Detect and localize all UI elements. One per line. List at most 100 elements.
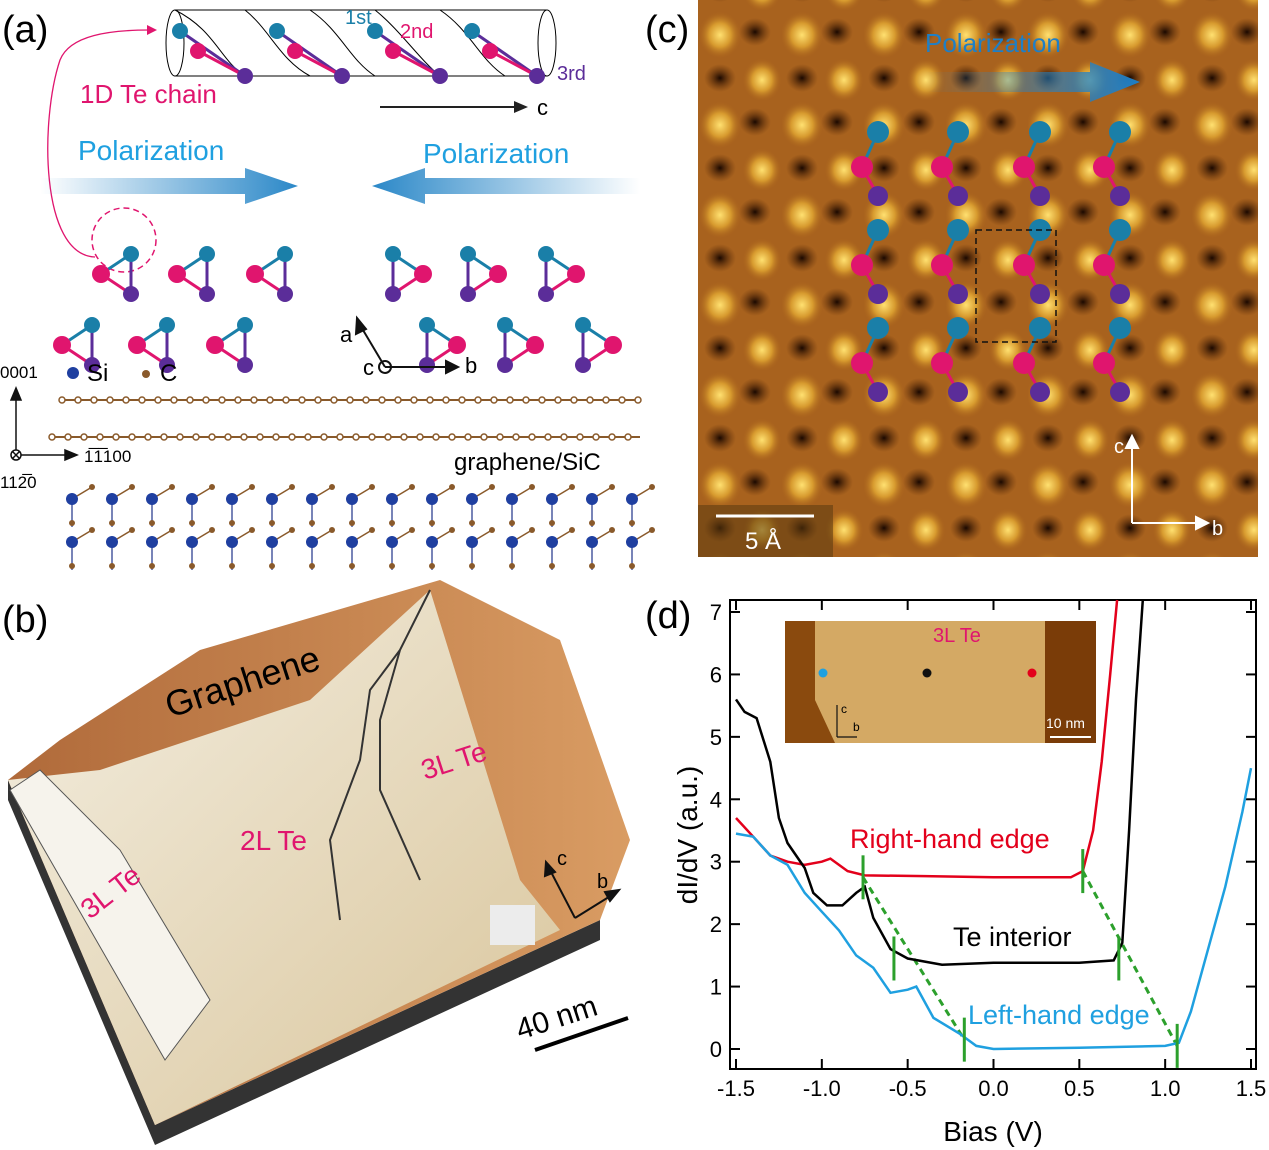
c-atom [609,484,615,490]
c-atom [229,563,235,569]
c-atom [208,433,216,441]
x-tick-label: 1.5 [1236,1076,1267,1101]
x-axis-label: Bias (V) [943,1116,1043,1147]
c-atom [282,396,290,404]
si-atom [546,493,558,505]
te-atom [123,246,139,262]
c-atom [160,433,168,441]
c-atom [554,396,562,404]
si-atom [426,493,438,505]
bond [471,29,538,78]
c-atom [618,396,626,404]
c-atom [149,563,155,569]
c-atom [589,520,595,526]
c-atom [138,396,146,404]
te-atom-2nd [482,43,498,59]
te-atom [931,254,953,276]
c-atom [480,433,488,441]
c-atom [272,433,280,441]
y-tick-label: 6 [710,662,722,687]
unit-cell-box [975,229,1057,343]
polarization-label-left: Polarization [78,135,224,166]
c-atom [320,433,328,441]
inset-axis-b: b [853,720,860,734]
si-atom [506,493,518,505]
c-atom [629,563,635,569]
c-atom [629,520,635,526]
c-atom [464,433,472,441]
si-legend-icon [67,367,79,379]
c-atom [549,520,555,526]
si-atom [626,493,638,505]
te-atom-2nd [385,43,401,59]
te-atom-2nd [190,43,206,59]
te-atom [1109,121,1131,143]
c-atom [329,527,335,533]
te-atom [931,352,953,374]
te-atom [199,246,215,262]
c-atom [490,396,498,404]
te-atom [246,265,264,283]
y-tick-label: 0 [710,1037,722,1062]
te-atom [1029,317,1051,339]
substrate-axis-up-label: 0001 [0,363,38,382]
y-tick-label: 1 [710,975,722,1000]
c-legend-label: C [160,360,177,387]
c-atom [234,396,242,404]
bond [179,29,246,78]
c-atom [192,433,200,441]
si-atom [146,493,158,505]
series-te-interior [734,599,1145,966]
c-atom [309,520,315,526]
sample-side [8,780,600,1145]
te-atom [53,336,71,354]
c-atom [129,484,135,490]
c-atom [394,396,402,404]
c-atom [592,433,600,441]
c-atom [170,396,178,404]
te-atom [237,317,253,333]
te-atom [419,317,435,333]
chain-link-arrow-icon [47,29,151,258]
annotation-left-hand-edge: Left-hand edge [968,1000,1150,1030]
si-atom [546,536,558,548]
te-atom [851,352,873,374]
te-atom [385,246,401,262]
te-atom [1013,254,1035,276]
x-tick-label: -1.0 [803,1076,841,1101]
te-atom [851,156,873,178]
panel-b-label: (b) [2,599,48,641]
axis-c-label-b: c [557,848,567,870]
si-atom [66,493,78,505]
c-atom [389,520,395,526]
c-atom [576,433,584,441]
substrate-axis-into-label: 112̅0 [0,473,37,492]
c-atom [442,396,450,404]
te-atom-3rd [432,68,448,84]
c-atom [154,396,162,404]
inset-marker-interior [922,668,932,678]
c-atom [106,396,114,404]
c-atom [329,484,335,490]
te-atom [851,254,873,276]
c-atom [289,527,295,533]
si-atom [266,493,278,505]
substrate-axis-right-label: 1̅1̅100 [84,447,131,466]
c-atom [109,563,115,569]
si-atom [66,536,78,548]
y-axis-label: dI/dV (a.u.) [672,766,703,905]
inset-scale-bar-label: 10 nm [1046,715,1085,731]
region-2l-te: 2L Te [240,825,307,856]
c-atom [369,527,375,533]
x-tick-label: -1.5 [717,1076,755,1101]
step-edges [328,589,431,921]
te-atom [1030,382,1050,402]
panel-a: (a) 1st 2nd 3rd 1D Te chain c Polarizati… [0,7,655,570]
c-atom [349,563,355,569]
te-chain-label: 1D Te chain [80,79,217,109]
bond [294,49,343,78]
cb-axes-icon-c [1124,433,1211,531]
inset-left-step [785,621,835,743]
